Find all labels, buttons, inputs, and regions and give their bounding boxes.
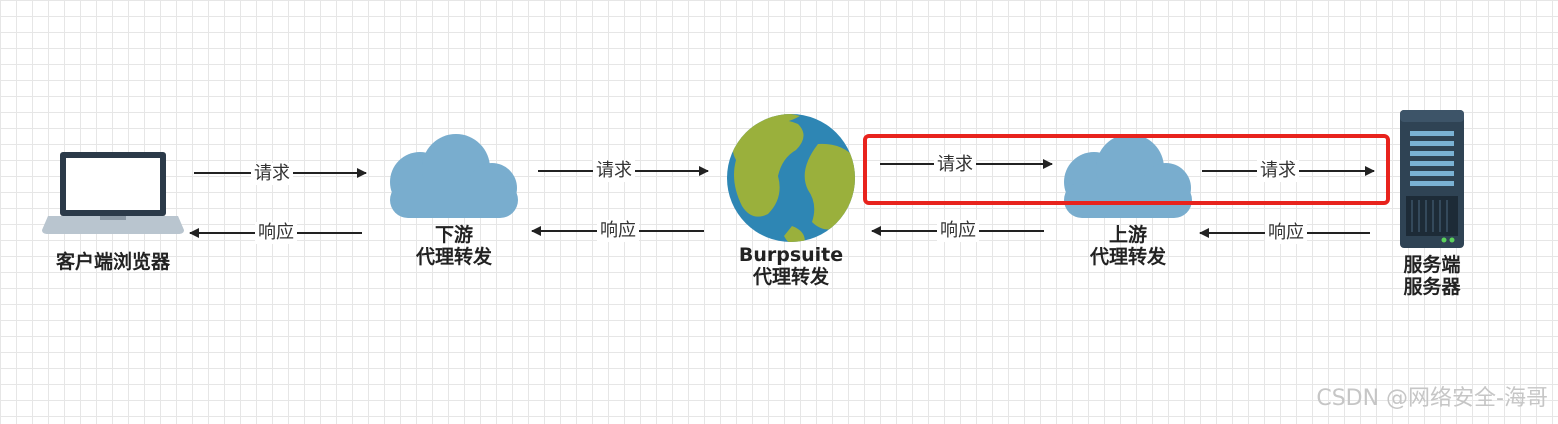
- globe-icon: [727, 114, 855, 242]
- downstream-label: 下游 代理转发: [416, 224, 492, 268]
- upstream-label: 上游 代理转发: [1090, 224, 1166, 268]
- burp-label-line2: 代理转发: [752, 266, 830, 288]
- upstream-label-line1: 上游: [1108, 224, 1148, 246]
- response-label: 响应: [1265, 222, 1307, 244]
- response-label: 响应: [255, 222, 297, 244]
- client-label: 客户端浏览器: [55, 251, 171, 273]
- request-label: 请求: [251, 163, 293, 185]
- upstream-label-line2: 代理转发: [1089, 246, 1167, 268]
- downstream-label-line1: 下游: [434, 224, 474, 246]
- response-label: 响应: [597, 220, 639, 242]
- server-label-line1: 服务端: [1403, 254, 1461, 276]
- highlight-box: [863, 134, 1390, 205]
- request-label: 请求: [1257, 160, 1299, 182]
- watermark: CSDN @网络安全-海哥: [1316, 386, 1548, 411]
- cloud-icon: [1064, 134, 1192, 218]
- server-icon: [1400, 110, 1464, 248]
- downstream-label-line2: 代理转发: [415, 246, 493, 268]
- cloud-icon: [390, 134, 518, 218]
- response-label: 响应: [937, 220, 979, 242]
- server-label-line2: 服务器: [1403, 276, 1461, 298]
- laptop-icon: [42, 152, 184, 234]
- burp-label: Burpsuite 代理转发: [739, 244, 843, 288]
- request-label: 请求: [934, 154, 976, 176]
- burp-label-line1: Burpsuite: [738, 244, 844, 266]
- request-label: 请求: [593, 160, 635, 182]
- server-label: 服务端 服务器: [1403, 254, 1460, 298]
